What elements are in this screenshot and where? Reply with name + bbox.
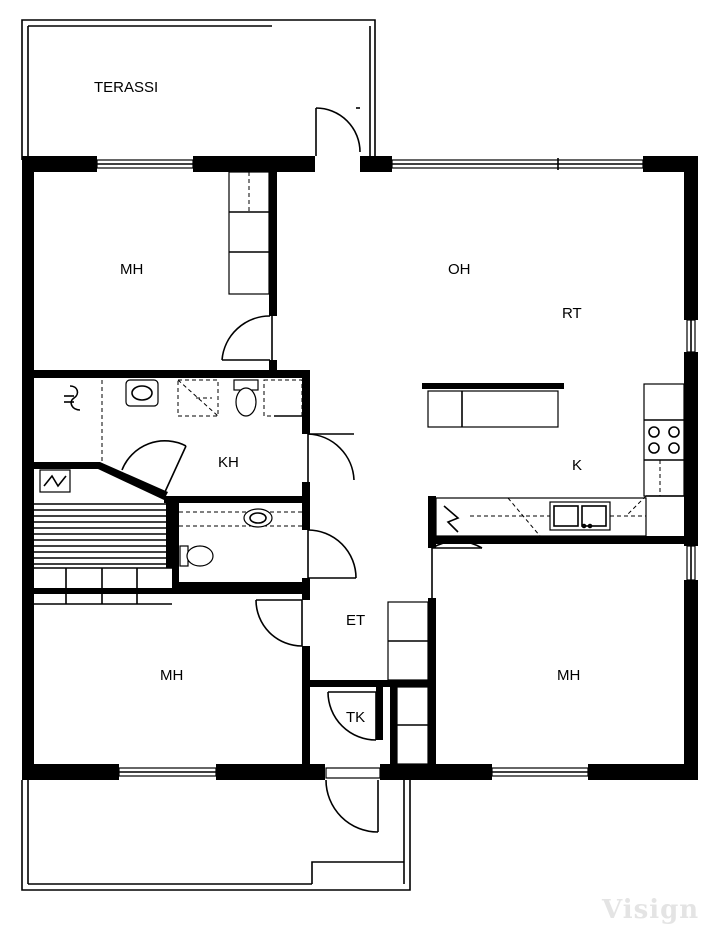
- label-rt: RT: [562, 305, 582, 322]
- exterior-walls: [22, 156, 698, 780]
- label-k: K: [572, 457, 582, 474]
- terrace-top: [21, 19, 376, 160]
- windows: [96, 158, 696, 777]
- label-et: ET: [346, 612, 365, 629]
- label-terassi: TERASSI: [94, 79, 158, 96]
- terrace-bottom: [21, 780, 411, 891]
- label-tk: TK: [346, 709, 365, 726]
- label-kh: KH: [218, 454, 239, 471]
- wc-fixtures: [179, 508, 302, 567]
- sauna-benches: [34, 503, 166, 565]
- label-mh-bottom-left: MH: [160, 667, 183, 684]
- wardrobes: [228, 171, 429, 765]
- kitchen: [422, 383, 685, 537]
- room-labels: TERASSI MH OH RT KH K MH ET TK MH: [94, 79, 582, 726]
- doors: [121, 107, 483, 833]
- sauna: [34, 469, 166, 565]
- bathroom-fixtures: [64, 379, 303, 462]
- label-mh-top-left: MH: [120, 261, 143, 278]
- label-mh-bottom-right: MH: [557, 667, 580, 684]
- interior-walls: [34, 172, 684, 764]
- watermark-logo: Visign: [601, 895, 699, 925]
- label-oh: OH: [448, 261, 471, 278]
